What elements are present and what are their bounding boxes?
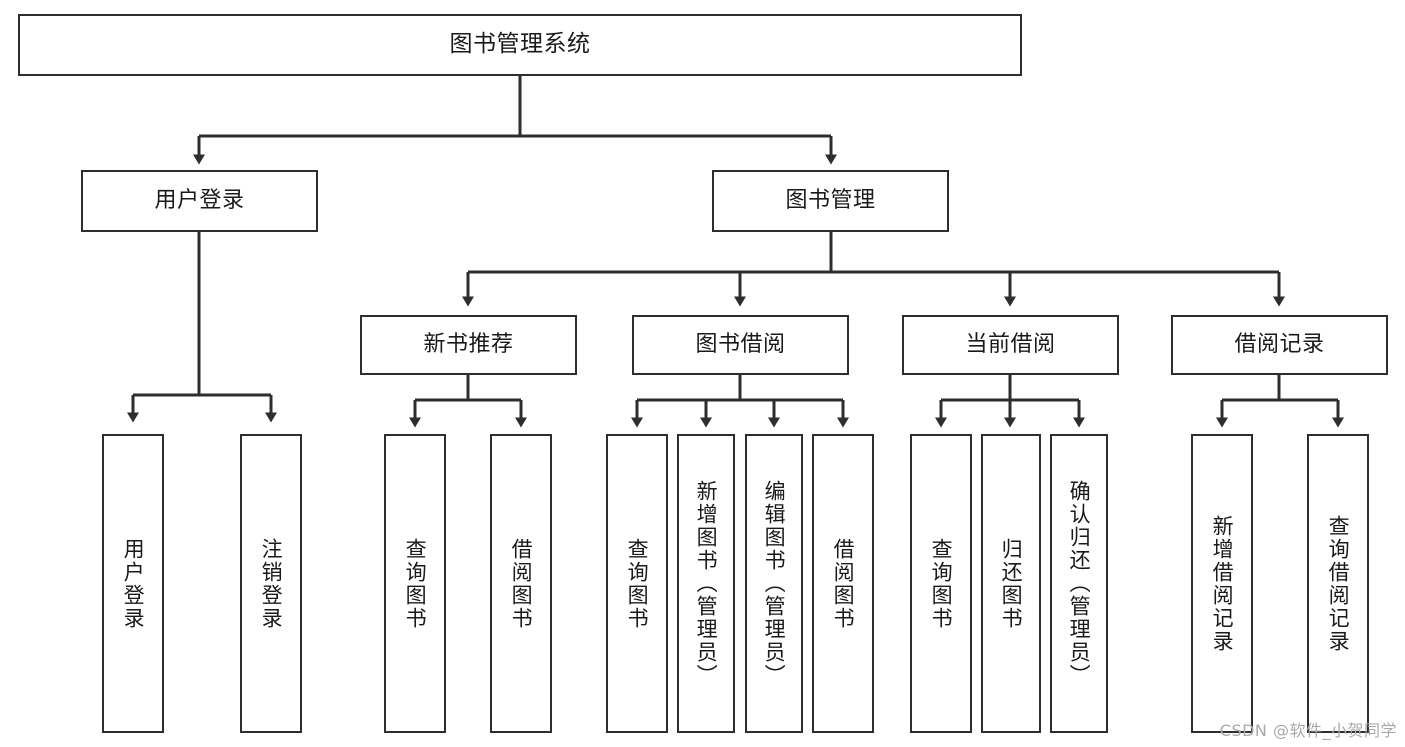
- node-label: 注销登录: [259, 537, 284, 630]
- node-book-borrowing[interactable]: 图书借阅: [632, 315, 849, 375]
- node-new-book-recommendation[interactable]: 新书推荐: [360, 315, 577, 375]
- leaf-user-login[interactable]: 用户登录: [102, 434, 164, 733]
- leaf-logout[interactable]: 注销登录: [240, 434, 302, 733]
- node-label: 图书借阅: [695, 332, 786, 358]
- leaf-add-book-admin[interactable]: 新增图书（管理员）: [677, 434, 735, 733]
- leaf-add-borrow-record[interactable]: 新增借阅记录: [1191, 434, 1253, 733]
- node-book-management[interactable]: 图书管理: [712, 170, 949, 232]
- leaf-confirm-return-admin[interactable]: 确认归还（管理员）: [1050, 434, 1108, 733]
- leaf-borrow-books-borrowing[interactable]: 借阅图书: [812, 434, 874, 733]
- leaf-borrow-books-newbooks[interactable]: 借阅图书: [490, 434, 552, 733]
- node-label: 查询图书: [403, 537, 428, 630]
- node-label: 新增借阅记录: [1210, 514, 1235, 653]
- node-user-login[interactable]: 用户登录: [81, 170, 318, 232]
- node-current-borrowing[interactable]: 当前借阅: [902, 315, 1119, 375]
- node-label: 图书管理: [785, 188, 876, 214]
- node-label: 新书推荐: [423, 332, 514, 358]
- leaf-query-books-borrowing[interactable]: 查询图书: [606, 434, 668, 733]
- leaf-return-books[interactable]: 归还图书: [981, 434, 1041, 733]
- node-label: 借阅记录: [1234, 332, 1325, 358]
- node-borrow-records[interactable]: 借阅记录: [1171, 315, 1388, 375]
- node-label: 编辑图书（管理员）: [762, 480, 787, 687]
- node-label: 当前借阅: [965, 332, 1056, 358]
- node-label: 借阅图书: [509, 537, 534, 630]
- node-label: 用户登录: [121, 537, 146, 630]
- node-label: 借阅图书: [831, 537, 856, 630]
- leaf-query-books-newbooks[interactable]: 查询图书: [384, 434, 446, 733]
- node-label: 确认归还（管理员）: [1067, 480, 1092, 687]
- node-root-book-management-system[interactable]: 图书管理系统: [18, 14, 1022, 76]
- leaf-query-books-current[interactable]: 查询图书: [910, 434, 972, 733]
- node-label: 归还图书: [999, 537, 1024, 630]
- node-label: 查询图书: [929, 537, 954, 630]
- node-label: 新增图书（管理员）: [694, 480, 719, 687]
- node-label: 查询图书: [625, 537, 650, 630]
- leaf-query-borrow-record[interactable]: 查询借阅记录: [1307, 434, 1369, 733]
- node-label: 查询借阅记录: [1326, 514, 1351, 653]
- node-label: 用户登录: [154, 188, 245, 214]
- node-label: 图书管理系统: [449, 31, 591, 58]
- csdn-watermark: CSDN @软件_小贺同学: [1219, 721, 1397, 740]
- leaf-edit-book-admin[interactable]: 编辑图书（管理员）: [745, 434, 803, 733]
